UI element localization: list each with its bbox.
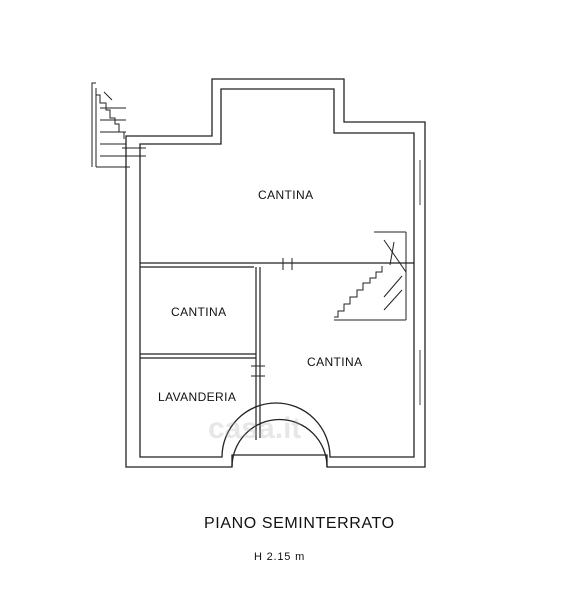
outer-walls <box>125 78 426 468</box>
plan-title: PIANO SEMINTERRATO <box>204 515 395 532</box>
ceiling-height: H 2.15 m <box>254 551 306 563</box>
door-marks <box>122 147 293 377</box>
exterior-stairs <box>91 82 130 168</box>
room-label-lavanderia: LAVANDERIA <box>158 390 236 404</box>
watermark: casa.it <box>208 412 302 445</box>
interior-stairs <box>334 231 407 321</box>
room-label-cantina-right: CANTINA <box>307 355 362 369</box>
interior-walls <box>140 262 414 440</box>
room-label-cantina-main: CANTINA <box>258 188 313 202</box>
room-label-cantina-small: CANTINA <box>171 305 226 319</box>
